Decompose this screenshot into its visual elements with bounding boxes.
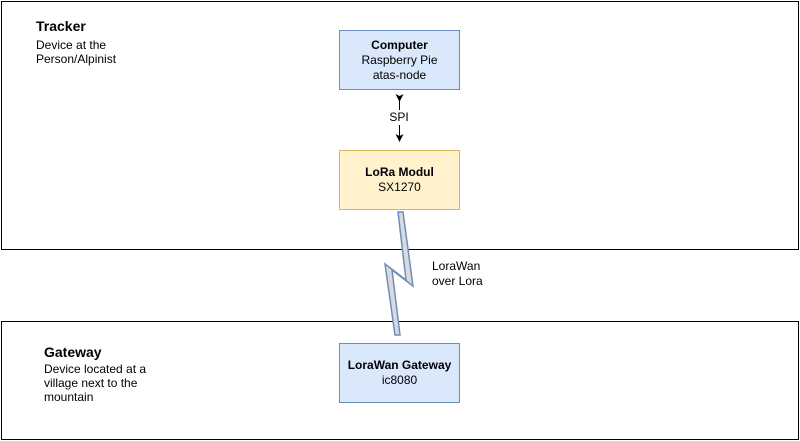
lorawan-gateway-model: ic8080	[381, 373, 418, 387]
computer-model: Raspberry Pie	[361, 52, 438, 67]
spi-label: SPI	[388, 110, 410, 125]
lora-modul-title: LoRa Modul	[365, 165, 434, 179]
lorawan-gateway-title: LoraWan Gateway	[347, 358, 452, 372]
computer-node[interactable]: Computer Raspberry Pie atas-node	[339, 30, 460, 90]
tracker-title: Tracker	[36, 18, 86, 34]
lorawan-link-label: LoraWan over Lora	[432, 259, 483, 288]
lora-modul-chip: SX1270	[378, 180, 421, 194]
lora-modul-node[interactable]: LoRa Modul SX1270	[339, 150, 460, 210]
computer-hostname: atas-node	[372, 67, 427, 82]
lorawan-gateway-node[interactable]: LoraWan Gateway ic8080	[339, 343, 460, 403]
computer-title: Computer	[371, 37, 428, 52]
gateway-title: Gateway	[44, 344, 102, 360]
gateway-description: Device located at a village next to the …	[44, 362, 147, 404]
tracker-description: Device at the Person/Alpinist	[36, 38, 117, 66]
